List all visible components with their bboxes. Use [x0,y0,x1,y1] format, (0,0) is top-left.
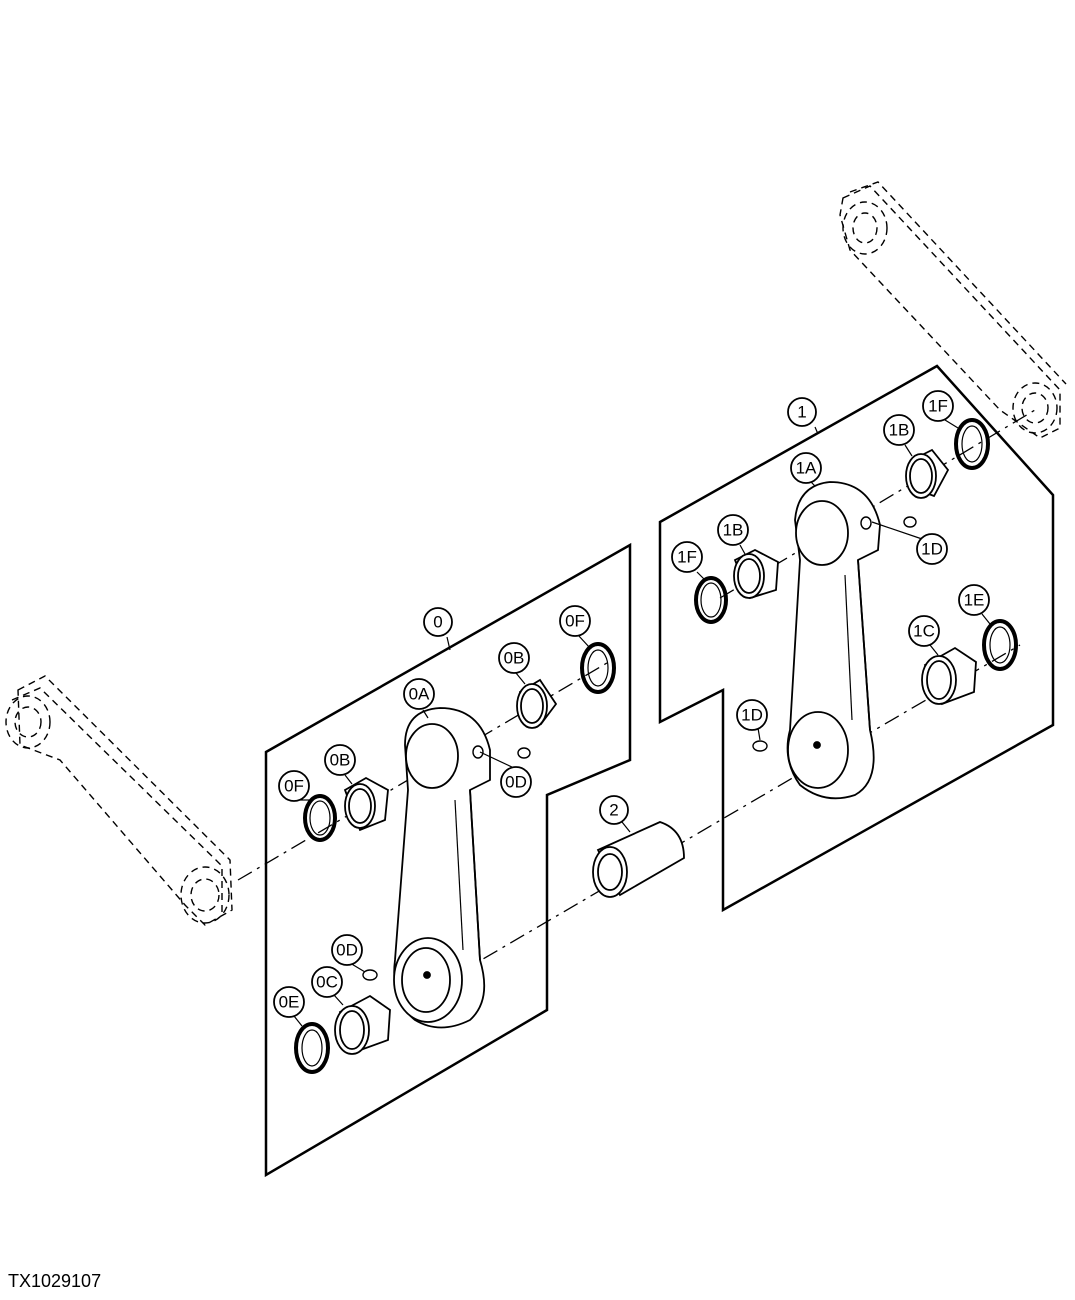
svg-text:0C: 0C [316,973,338,992]
callout-1C: 1C [908,615,940,647]
svg-text:1B: 1B [723,521,744,540]
svg-text:0E: 0E [279,993,300,1012]
callout-0: 0 [423,607,453,637]
link-1A [786,481,881,800]
bushing-0C [334,994,391,1055]
seal-1E [982,619,1018,671]
bushing-1B-left [733,548,779,600]
group-0-panel [264,542,632,1178]
seal-1F-upper [954,418,990,470]
svg-text:1F: 1F [928,397,948,416]
seal-0E [294,1022,330,1074]
bushing-1C [921,646,977,706]
grease-fitting-1D-lower [752,740,768,752]
callout-0C: 0C [311,966,343,998]
svg-text:2: 2 [609,801,618,820]
callout-0B-left: 0B [324,744,356,776]
callout-1E: 1E [958,584,990,616]
callout-0D-right: 0D [500,766,532,798]
seal-1F-left [694,576,728,624]
svg-text:1A: 1A [796,459,817,478]
callout-0B-upper: 0B [498,642,530,674]
grease-fitting-1D-upper [860,516,917,530]
link-0A [393,707,491,1029]
callout-1D-upper: 1D [916,533,948,565]
phantom-link-left [5,675,233,926]
group-1-panel [658,364,1055,913]
callout-1B-left: 1B [717,514,749,546]
seal-0F-upper [580,642,616,694]
callout-2: 2 [599,795,629,825]
svg-text:0D: 0D [336,941,358,960]
svg-text:1B: 1B [889,421,910,440]
figure-id-label: TX1029107 [8,1271,102,1291]
svg-text:1D: 1D [921,540,943,559]
callout-1A: 1A [790,452,822,484]
callout-1F-left: 1F [671,541,703,573]
svg-text:1F: 1F [677,548,697,567]
callout-0F-left: 0F [278,770,310,802]
svg-text:0: 0 [433,613,442,632]
leader-lines [293,419,991,1027]
svg-text:1: 1 [797,403,806,422]
grease-fitting-0D-lower [362,969,378,981]
callout-0F-upper: 0F [559,605,591,637]
svg-text:0A: 0A [409,685,430,704]
callout-1F-upper: 1F [922,390,954,422]
seal-0F-left [303,794,337,842]
svg-text:0B: 0B [504,649,525,668]
callout-1D-lower: 1D [736,699,768,731]
svg-text:1D: 1D [741,706,763,725]
svg-text:1C: 1C [913,622,935,641]
callout-1: 1 [787,397,817,427]
svg-text:0B: 0B [330,751,351,770]
bushing-1B-upper [905,448,950,499]
pin-2 [592,821,685,898]
svg-text:0F: 0F [565,612,585,631]
callout-0A: 0A [403,678,435,710]
callout-0E: 0E [273,986,305,1018]
assembly-centerlines [237,409,1036,991]
callout-1B-upper: 1B [883,414,915,446]
svg-text:0F: 0F [284,777,304,796]
bushing-0B-upper [516,678,558,729]
svg-text:1E: 1E [964,591,985,610]
bushing-0B-left [343,776,389,832]
callout-0D-lower: 0D [331,934,363,966]
svg-text:0D: 0D [505,773,527,792]
phantom-link-right [839,181,1067,439]
grease-fitting-0D-right [472,745,531,759]
